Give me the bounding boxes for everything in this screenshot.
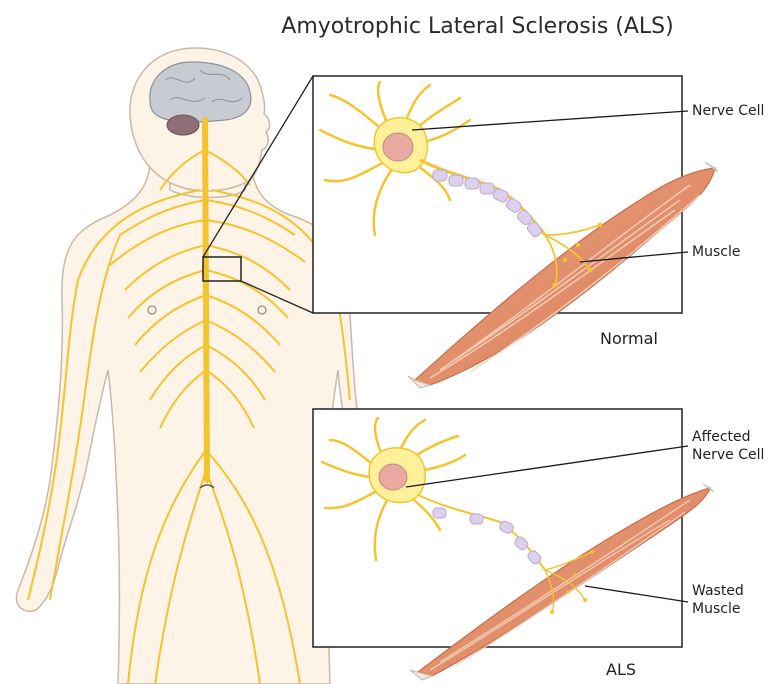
als-panel [313,409,714,680]
wasted-label-line1: Wasted [692,582,744,600]
cerebellum [167,115,199,135]
wasted-label-line2: Muscle [692,600,744,618]
affected-label-line2: Nerve Cell [692,446,764,464]
muscle-label: Muscle [692,243,740,261]
affected-nerve-cell-label: Affected Nerve Cell [692,428,764,464]
normal-nucleus [383,133,413,161]
als-nucleus [379,464,407,490]
spinal-cord [205,120,207,480]
normal-caption: Normal [600,329,658,348]
wasted-muscle-label: Wasted Muscle [692,582,744,618]
als-caption: ALS [606,660,636,679]
affected-label-line1: Affected [692,428,764,446]
nerve-cell-label: Nerve Cell [692,102,764,120]
